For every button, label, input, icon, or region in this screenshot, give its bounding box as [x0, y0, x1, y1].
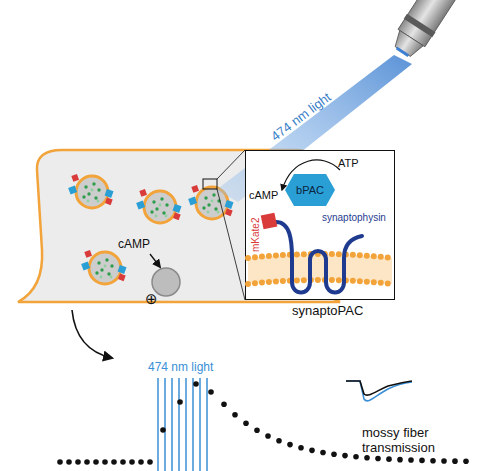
light-label: 474 nm light — [269, 90, 335, 145]
reaction-arrow — [282, 160, 340, 190]
data-point — [232, 412, 238, 418]
data-point — [408, 457, 414, 463]
inset-title: synaptoPAC — [292, 304, 363, 319]
data-point — [111, 459, 117, 465]
protein-label: mKate2 — [250, 218, 262, 252]
data-point — [287, 442, 293, 448]
synaptic-vesicle — [68, 174, 113, 208]
protein-label: bPAC — [284, 173, 336, 207]
zoom-marker — [203, 179, 217, 189]
plot-label: mossy fiber transmission — [362, 426, 457, 456]
data-point — [353, 454, 359, 460]
data-point — [331, 451, 337, 457]
protein-outline — [285, 174, 335, 206]
data-point — [265, 433, 271, 439]
molecule-label: cAMP — [118, 238, 150, 252]
data-point — [342, 453, 348, 459]
camp-arrow — [150, 254, 160, 267]
membrane-core — [248, 254, 392, 284]
mkate2-protein — [261, 213, 278, 230]
lipid-row — [248, 254, 392, 258]
data-point — [276, 438, 282, 444]
data-point — [93, 459, 99, 465]
synaptophysin-protein — [276, 222, 362, 293]
molecule-label: cAMP — [249, 189, 278, 202]
data-point — [75, 459, 81, 465]
data-point — [57, 459, 63, 465]
inset-box: synaptoPACbPAC — [245, 150, 395, 300]
data-point — [243, 420, 249, 426]
data-point — [364, 455, 370, 461]
flow-arrow — [72, 310, 112, 358]
data-point — [138, 459, 144, 465]
data-point — [419, 458, 425, 464]
data-point — [160, 427, 166, 433]
data-point — [254, 428, 260, 434]
data-point — [120, 459, 126, 465]
data-point — [397, 457, 403, 463]
data-point — [84, 459, 90, 465]
enhancement-symbol: ⊕ — [145, 290, 158, 307]
data-point — [452, 458, 458, 464]
data-point — [309, 448, 315, 454]
synaptic-vesicle — [81, 250, 126, 284]
lipid-row — [248, 280, 392, 284]
data-point — [147, 459, 153, 465]
epsc-traces — [346, 381, 412, 401]
data-point — [463, 458, 469, 464]
protein-label: synaptophysin — [322, 212, 386, 224]
data-point — [129, 459, 135, 465]
molecule-label: ATP — [338, 157, 359, 170]
synaptic-vesicle — [136, 189, 181, 223]
data-point — [102, 459, 108, 465]
data-point — [221, 401, 227, 407]
leader-line — [217, 189, 245, 300]
leader-line — [217, 150, 245, 179]
data-point — [208, 389, 214, 395]
data-point — [375, 456, 381, 462]
data-point — [66, 459, 72, 465]
data-point — [430, 458, 436, 464]
data-point — [386, 456, 392, 462]
data-points — [57, 381, 469, 465]
data-point — [441, 458, 447, 464]
bpac-protein: bPAC — [284, 173, 336, 207]
data-point — [298, 445, 304, 451]
microscope-objective — [387, 0, 459, 62]
data-point — [320, 450, 326, 456]
data-point — [177, 399, 183, 405]
data-point — [193, 381, 199, 387]
light-pulses — [158, 378, 207, 471]
light-label: 474 nm light — [148, 361, 213, 375]
